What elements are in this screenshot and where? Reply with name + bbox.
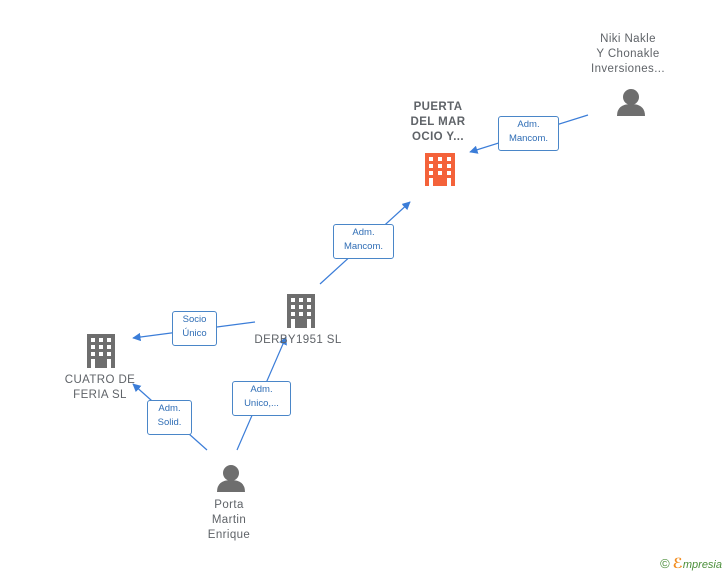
node-label-porta[interactable]: Porta Martin Enrique bbox=[193, 498, 265, 543]
porta-line-3: Enrique bbox=[207, 529, 251, 541]
empresia-logo[interactable]: ©ℰmpresia bbox=[660, 555, 722, 572]
edge-label-niki-puerta[interactable]: Adm. Mancom. bbox=[498, 116, 559, 151]
edge-label-porta-derby[interactable]: Adm. Unico,... bbox=[232, 381, 291, 416]
node-label-cuatro[interactable]: CUATRO DE FERIA SL bbox=[52, 373, 148, 403]
porta-line-1: Porta bbox=[214, 499, 244, 511]
porta-line-2: Martin bbox=[211, 514, 247, 526]
brand-initial: ℰ bbox=[672, 555, 683, 571]
building-icon-puerta[interactable] bbox=[425, 153, 455, 186]
niki-line-1: Niki Nakle bbox=[600, 33, 656, 45]
niki-line-3: Inversiones... bbox=[591, 63, 665, 75]
edge-label-porta-cuatro[interactable]: Adm. Solid. bbox=[147, 400, 192, 435]
edge-derby-cuatro-line-2: Único bbox=[182, 328, 207, 339]
edge-porta-cuatro-line-2: Solid. bbox=[157, 417, 182, 428]
cuatro-line-2: FERIA SL bbox=[73, 389, 127, 401]
edge-niki-puerta-line-1: Adm. bbox=[517, 119, 540, 130]
edge-label-derby-cuatro[interactable]: Socio Único bbox=[172, 311, 217, 346]
niki-line-2: Y Chonakle bbox=[596, 48, 660, 60]
edge-label-derby-puerta[interactable]: Adm. Mancom. bbox=[333, 224, 394, 259]
puerta-line-3: OCIO Y... bbox=[412, 131, 464, 143]
edge-derby-puerta-line-1: Adm. bbox=[352, 227, 375, 238]
edge-porta-derby-line-1: Adm. bbox=[250, 384, 273, 395]
copyright-symbol: © bbox=[660, 556, 670, 571]
edge-derby-cuatro-line-1: Socio bbox=[182, 314, 207, 325]
puerta-line-1: PUERTA bbox=[413, 101, 463, 113]
node-label-niki[interactable]: Niki Nakle Y Chonakle Inversiones... bbox=[578, 32, 678, 77]
edge-niki-puerta-line-2: Mancom. bbox=[508, 133, 549, 144]
derby-line-1: DERBY1951 SL bbox=[254, 334, 342, 346]
person-icon-niki[interactable] bbox=[617, 89, 645, 116]
building-icon-cuatro[interactable] bbox=[87, 334, 115, 368]
edge-porta-derby-line-2: Unico,... bbox=[244, 398, 279, 409]
edge-derby-puerta-line-2: Mancom. bbox=[343, 241, 384, 252]
cuatro-line-1: CUATRO DE bbox=[64, 374, 136, 386]
edge-porta-cuatro-line-1: Adm. bbox=[158, 403, 181, 414]
puerta-line-2: DEL MAR bbox=[410, 116, 466, 128]
brand-name: mpresia bbox=[682, 559, 722, 571]
node-label-puerta[interactable]: PUERTA DEL MAR OCIO Y... bbox=[398, 100, 478, 145]
person-icon-porta[interactable] bbox=[217, 465, 245, 492]
node-label-derby[interactable]: DERBY1951 SL bbox=[248, 333, 348, 348]
building-icon-derby[interactable] bbox=[287, 294, 315, 328]
